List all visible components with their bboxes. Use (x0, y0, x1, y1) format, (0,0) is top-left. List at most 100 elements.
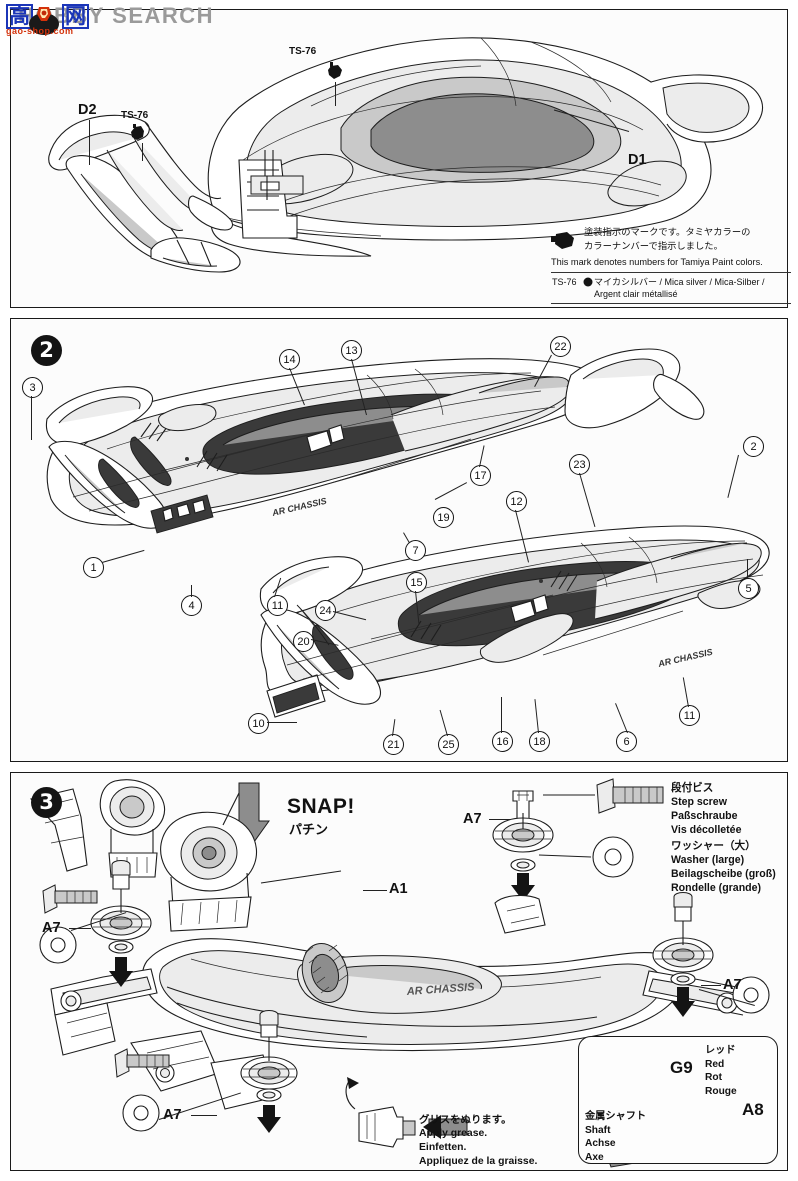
callout-3: 3 (22, 377, 43, 398)
leader-ts76-top (335, 82, 337, 106)
panel-2-artwork: AR CHASSIS AR CHASSIS (11, 319, 787, 761)
shaft-legend: 金属シャフト Shaft Achse Axe (585, 1110, 646, 1164)
red-en: Red (705, 1058, 725, 1070)
callout-19: 19 (433, 507, 454, 528)
panel-2-sticker-application: AR CHASSIS AR CHASSIS (10, 318, 788, 1066)
body-shell-illustration (48, 37, 763, 273)
paint-note-jp-2: カラーナンバーで指示しました。 (584, 241, 723, 252)
leader-4 (191, 585, 193, 597)
grease-de: Einfetten. (419, 1142, 467, 1153)
shaft-fr: Axe (585, 1151, 604, 1163)
paint-note-jp-1: 塗装指示のマークです。タミヤカラーの (584, 227, 751, 238)
leader-a7-left-low (191, 1115, 217, 1117)
shaft-en: Shaft (585, 1124, 611, 1136)
paint-color-name-1: マイカシルバー / Mica silver / Mica-Silber / (594, 277, 765, 287)
step-badge-2: 2 (31, 335, 62, 366)
part-label-a8: A8 (742, 1100, 764, 1119)
step-screw-fr: Vis décolletée (671, 824, 742, 836)
part-label-d2: D2 (78, 102, 97, 118)
paint-color-dot-icon (583, 277, 593, 287)
two-body-shells-illustration: AR CHASSIS AR CHASSIS (45, 348, 770, 718)
callout-20: 20 (293, 631, 314, 652)
svg-text:AR CHASSIS: AR CHASSIS (405, 981, 475, 998)
part-label-a7-top: A7 (463, 811, 482, 827)
washer-legend: ワッシャー（大） Washer (large) Beilagscheibe (g… (671, 839, 776, 895)
callout-4: 4 (181, 595, 202, 616)
site-watermark: HOBBY SEARCH 高 网 gao-shop.com (0, 0, 798, 36)
part-label-a7-right: A7 (723, 977, 742, 993)
step-badge-3: 3 (31, 787, 62, 818)
callout-14: 14 (279, 349, 300, 370)
leader-5 (747, 559, 749, 579)
paint-mark-icon-left (131, 124, 144, 140)
callout-15: 15 (406, 572, 427, 593)
callout-6: 6 (616, 731, 637, 752)
callout-7: 7 (405, 540, 426, 561)
washer-jp: ワッシャー（大） (671, 840, 756, 852)
leader-a7-right (701, 985, 721, 987)
washer-en: Washer (large) (671, 854, 745, 866)
gear-shaft-inset-box (578, 1036, 778, 1164)
part-label-g9: G9 (670, 1058, 693, 1077)
paint-label-ts76-left: TS-76 (121, 110, 149, 121)
watermark-emblem-icon (29, 7, 59, 35)
paint-instruction-note: 塗装指示のマークです。タミヤカラーの カラーナンバーで指示しました。 This … (551, 226, 791, 306)
leader-a7-top (489, 819, 511, 821)
callout-24: 24 (315, 600, 336, 621)
grease-en: Apply grease. (419, 1128, 488, 1139)
paint-mark-icon-legend (551, 232, 574, 249)
leader-a7-left (69, 928, 91, 930)
panel-1-body-painting: D2 TS-76 TS-76 D1 塗装指示のマークです。タミヤカラーの カラー… (10, 9, 791, 308)
watermark-url: gao-shop.com (6, 26, 74, 36)
paint-note-en: This mark denotes numbers for Tamiya Pai… (551, 257, 763, 267)
callout-1: 1 (83, 557, 104, 578)
shaft-de: Achse (585, 1138, 616, 1149)
watermark-cn-char-1: 高 (6, 4, 33, 29)
callout-18: 18 (529, 731, 550, 752)
leader-16 (501, 697, 503, 733)
chassis-assembly-illustration: AR CHASSIS (29, 778, 770, 1148)
shaft-jp: 金属シャフト (585, 1111, 647, 1122)
leader-ts76-left (142, 143, 143, 161)
callout-11a: 11 (267, 595, 288, 616)
grease-fr: Appliquez de la graisse. (419, 1156, 538, 1167)
grease-legend: グリスをぬります。 Apply grease. Einfetten. Appli… (419, 1113, 537, 1169)
paint-label-ts76-top: TS-76 (289, 46, 317, 57)
step-screw-en: Step screw (671, 796, 727, 808)
red-de: Rot (705, 1072, 722, 1083)
washer-fr: Rondelle (grande) (671, 882, 762, 894)
paint-color-name-2: Argent clair métallisé (594, 289, 678, 299)
panel-1-artwork (11, 10, 787, 307)
callout-2: 2 (743, 436, 764, 457)
callout-22: 22 (550, 336, 571, 357)
leader-10 (267, 722, 297, 724)
body-logo-text-upper: AR CHASSIS (270, 496, 327, 518)
step-screw-de: Paßschraube (671, 810, 738, 822)
leader-3 (31, 396, 33, 440)
callout-25: 25 (438, 734, 459, 755)
body-logo-text-lower: AR CHASSIS (656, 647, 713, 669)
callout-16: 16 (492, 731, 513, 752)
callout-23: 23 (569, 454, 590, 475)
callout-12: 12 (506, 491, 527, 512)
red-jp: レッド (705, 1045, 736, 1056)
paint-mark-icon-top (328, 62, 342, 79)
grease-jp: グリスをぬります。 (419, 1114, 512, 1126)
part-label-d1: D1 (628, 152, 647, 168)
callout-10: 10 (248, 713, 269, 734)
paint-color-code: TS-76 (552, 277, 577, 287)
callout-21: 21 (383, 734, 404, 755)
part-label-a1: A1 (389, 881, 408, 897)
red-color-legend: レッド Red Rot Rouge (705, 1044, 737, 1098)
paint-note-divider-bottom (551, 303, 791, 304)
part-label-a7-left: A7 (42, 920, 61, 936)
red-fr: Rouge (705, 1085, 737, 1097)
snap-label-en: SNAP! (287, 795, 355, 818)
callout-17: 17 (470, 465, 491, 486)
step-screw-legend: 段付ビス Step screw Paßschraube Vis décollet… (671, 781, 741, 837)
snap-label-jp: パチン (289, 823, 329, 838)
panel-3-chassis-assembly: AR CHASSIS (10, 772, 788, 1171)
step-screw-jp: 段付ビス (671, 782, 714, 794)
watermark-cn-char-2: 网 (62, 4, 89, 29)
callout-5: 5 (738, 578, 759, 599)
